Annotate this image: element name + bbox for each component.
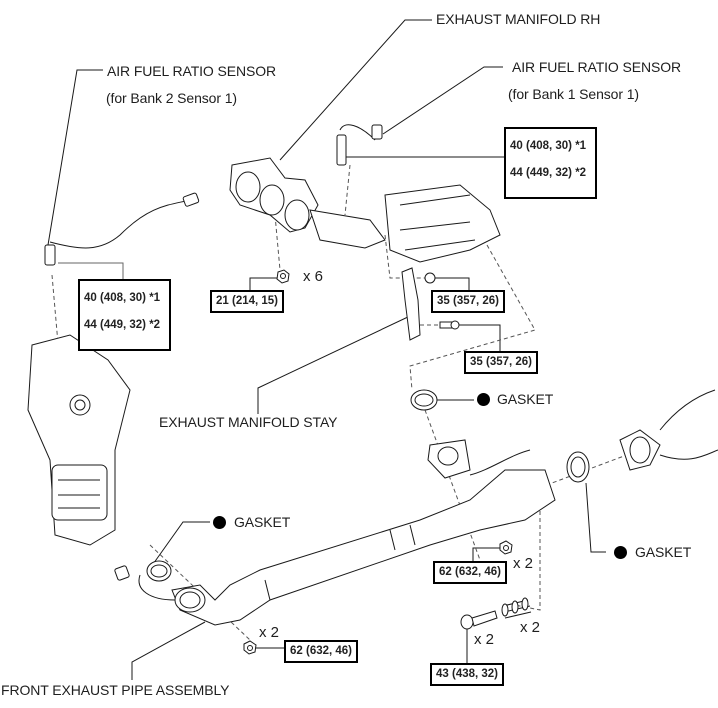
tail-pipe-part bbox=[619, 389, 718, 471]
spring-bolt-parts bbox=[460, 597, 532, 630]
torque-spec-front-pipe-nut-lower: 62 (632, 46) bbox=[284, 640, 359, 663]
torque-spec-stay-bolt: 35 (357, 26) bbox=[464, 351, 539, 374]
gasket-label-left: GASKET bbox=[234, 514, 291, 530]
leader-front-exhaust-pipe bbox=[131, 621, 206, 680]
leader-af-sensor-bank1 bbox=[382, 66, 503, 135]
exhaust-manifold-stay-label: EXHAUST MANIFOLD STAY bbox=[159, 414, 338, 430]
torque-spec-af-bank2-line2: 44 (449, 32) *2 bbox=[84, 319, 161, 331]
torque-spec-af-bank2: 40 (408, 30) *1 44 (449, 32) *2 bbox=[78, 279, 171, 351]
leader-front-pipe-nut-upper-spec bbox=[472, 547, 506, 561]
gasket-label-upper: GASKET bbox=[497, 391, 554, 407]
leader-gasket-left bbox=[150, 521, 210, 568]
non-reusable-marker-icon bbox=[614, 546, 627, 559]
qty-manifold-nut: x 6 bbox=[303, 268, 324, 285]
exhaust-manifold-lh-part bbox=[27, 334, 131, 546]
non-reusable-marker-icon bbox=[477, 393, 490, 406]
exhaust-manifold-rh-part bbox=[229, 157, 501, 263]
leader-manifold-nut-spec bbox=[249, 277, 282, 290]
af-sensor-bank1-title: AIR FUEL RATIO SENSOR bbox=[512, 59, 682, 75]
leader-af-bank2-spec bbox=[58, 262, 124, 279]
af-sensor-bank1-subtitle: (for Bank 1 Sensor 1) bbox=[508, 86, 639, 102]
leader-exhaust-manifold-rh bbox=[279, 19, 432, 161]
qty-front-pipe-nut-upper: x 2 bbox=[513, 555, 534, 572]
af-sensor-bank2-subtitle: (for Bank 2 Sensor 1) bbox=[106, 90, 237, 106]
exhaust-manifold-stay-part bbox=[401, 267, 460, 341]
torque-spec-af-bank1: 40 (408, 30) *1 44 (449, 32) *2 bbox=[504, 127, 597, 199]
front-exhaust-pipe-part bbox=[114, 439, 556, 626]
gasket-parts bbox=[146, 389, 590, 582]
manifold-nut-part bbox=[276, 269, 290, 284]
leader-stay-nut-spec bbox=[432, 277, 470, 290]
torque-spec-af-bank1-line2: 44 (449, 32) *2 bbox=[510, 167, 587, 179]
qty-front-pipe-nut-lower: x 2 bbox=[259, 624, 280, 641]
non-reusable-marker-icon bbox=[213, 516, 226, 529]
torque-spec-af-bank2-line1: 40 (408, 30) *1 bbox=[84, 292, 161, 304]
qty-spring: x 2 bbox=[520, 619, 541, 636]
leader-af-sensor-bank2 bbox=[47, 69, 103, 246]
front-pipe-nut-parts bbox=[243, 540, 513, 655]
torque-spec-manifold-nut: 21 (214, 15) bbox=[210, 290, 285, 313]
leader-exhaust-manifold-stay bbox=[257, 315, 411, 414]
leader-gasket-right bbox=[585, 482, 606, 553]
torque-spec-front-pipe-nut-upper: 62 (632, 46) bbox=[433, 561, 508, 584]
af-sensor-bank2-part bbox=[44, 192, 200, 266]
qty-spring-bolt: x 2 bbox=[474, 631, 495, 648]
front-exhaust-pipe-label: FRONT EXHAUST PIPE ASSEMBLY bbox=[1, 682, 230, 698]
exhaust-manifold-rh-label: EXHAUST MANIFOLD RH bbox=[436, 11, 601, 27]
torque-spec-spring-bolt: 43 (438, 32) bbox=[430, 663, 505, 686]
af-sensor-bank2-title: AIR FUEL RATIO SENSOR bbox=[107, 63, 277, 79]
torque-spec-stay-nut: 35 (357, 26) bbox=[431, 290, 506, 313]
torque-spec-af-bank1-line1: 40 (408, 30) *1 bbox=[510, 140, 587, 152]
af-sensor-bank1-part bbox=[336, 124, 383, 166]
leader-stay-bolt-spec bbox=[458, 324, 501, 351]
gasket-label-right: GASKET bbox=[635, 544, 692, 560]
